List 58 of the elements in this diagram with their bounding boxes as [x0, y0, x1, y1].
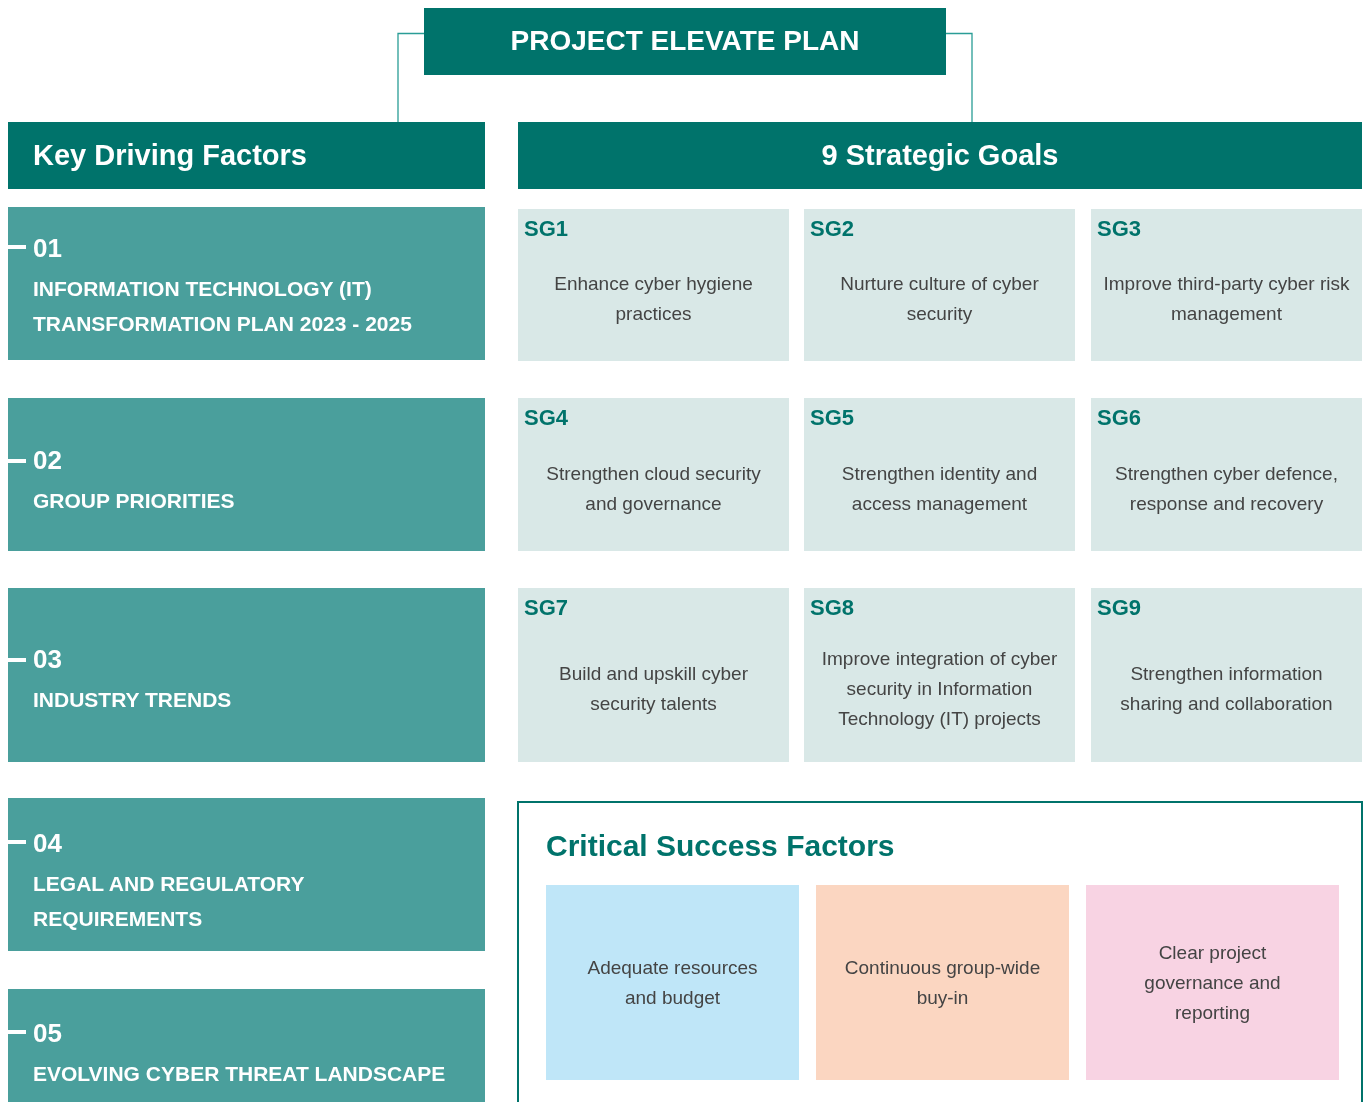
factor-tile	[816, 885, 1069, 1080]
tile-text: Adequate resources and budget	[586, 955, 759, 1010]
factor-number: 03	[33, 644, 62, 675]
goal-card	[518, 398, 789, 551]
section-header	[8, 122, 485, 189]
goal-card	[518, 209, 789, 361]
factor-card	[8, 798, 485, 951]
factor-card	[8, 207, 485, 360]
factor-title: INDUSTRY TRENDS	[33, 687, 233, 713]
goal-code: SG7	[524, 595, 569, 621]
factor-tile	[546, 885, 799, 1080]
goal-card	[804, 398, 1075, 551]
goal-text: Nurture culture of cyber security	[839, 272, 1040, 326]
factor-card	[8, 989, 485, 1102]
factor-card	[8, 588, 485, 762]
tile-text: Continuous group-wide buy-in	[843, 955, 1042, 1010]
goal-text: Strengthen information sharing and collaboration	[1119, 662, 1334, 716]
goal-card	[1091, 398, 1362, 551]
goal-code: SG5	[810, 405, 855, 431]
factor-number: 05	[33, 1018, 62, 1049]
goal-card	[518, 588, 789, 762]
success-factors-panel	[517, 801, 1363, 1102]
header-text: 9 Strategic Goals	[820, 139, 1060, 172]
title-text: PROJECT ELEVATE PLAN	[509, 25, 861, 57]
goal-text: Strengthen cloud security and governance	[545, 461, 762, 516]
goal-code: SG8	[810, 595, 855, 621]
goal-text: Strengthen identity and access management	[840, 461, 1039, 516]
goal-text: Enhance cyber hygiene practices	[553, 272, 754, 326]
factor-card	[8, 398, 485, 551]
factor-title: GROUP PRIORITIES	[33, 488, 236, 514]
title-banner	[424, 8, 946, 75]
factor-tile	[1086, 885, 1339, 1080]
header-text: Key Driving Factors	[33, 139, 307, 172]
factor-title: EVOLVING CYBER THREAT LANDSCAPE	[33, 1061, 447, 1087]
goal-text: Build and upskill cyber security talents	[557, 662, 749, 716]
factor-title: LEGAL AND REGULATORY REQUIREMENTS	[33, 871, 306, 932]
connector-line	[945, 32, 973, 123]
tile-text: Clear project governance and reporting	[1143, 940, 1282, 1025]
goal-text: Improve third-party cyber risk management	[1103, 272, 1350, 326]
goal-code: SG1	[524, 216, 569, 242]
goal-text: Strengthen cyber defence, response and recovery	[1114, 461, 1339, 516]
goal-card	[804, 209, 1075, 361]
goal-card	[1091, 209, 1362, 361]
factor-title: INFORMATION TECHNOLOGY (IT) TRANSFORMATION PLAN 2023 - 2025	[33, 276, 413, 337]
connector-line	[397, 32, 425, 123]
factor-number: 02	[33, 445, 62, 476]
goal-card	[804, 588, 1075, 762]
factor-number: 04	[33, 828, 62, 859]
goal-code: SG3	[1097, 216, 1142, 242]
panel-heading: Critical Success Factors	[546, 829, 895, 863]
goal-code: SG6	[1097, 405, 1142, 431]
section-header	[518, 122, 1362, 189]
goal-code: SG4	[524, 405, 569, 431]
goal-code: SG9	[1097, 595, 1142, 621]
goal-text: Improve integration of cyber security in Information Technology (IT) projects	[820, 647, 1059, 731]
goal-card	[1091, 588, 1362, 762]
goal-code: SG2	[810, 216, 855, 242]
factor-number: 01	[33, 233, 62, 264]
